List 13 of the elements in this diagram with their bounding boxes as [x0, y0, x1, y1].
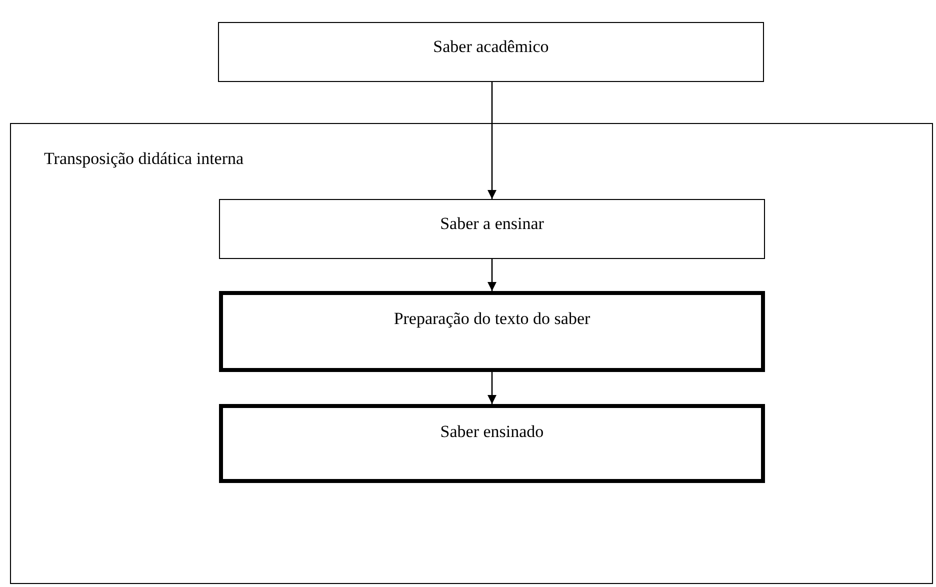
node-label: Saber a ensinar [440, 214, 544, 235]
node-label: Preparação do texto do saber [394, 309, 590, 330]
process-box [219, 291, 765, 372]
node-label: Saber acadêmico [433, 37, 549, 58]
process-box [219, 199, 765, 259]
group-frame [10, 123, 933, 584]
node-label: Saber ensinado [440, 422, 544, 443]
group-heading: Transposição didática interna [44, 148, 245, 170]
arrow [488, 372, 496, 404]
arrow [488, 82, 496, 199]
process-box [218, 22, 764, 82]
process-box [219, 404, 765, 483]
arrow [488, 259, 496, 291]
